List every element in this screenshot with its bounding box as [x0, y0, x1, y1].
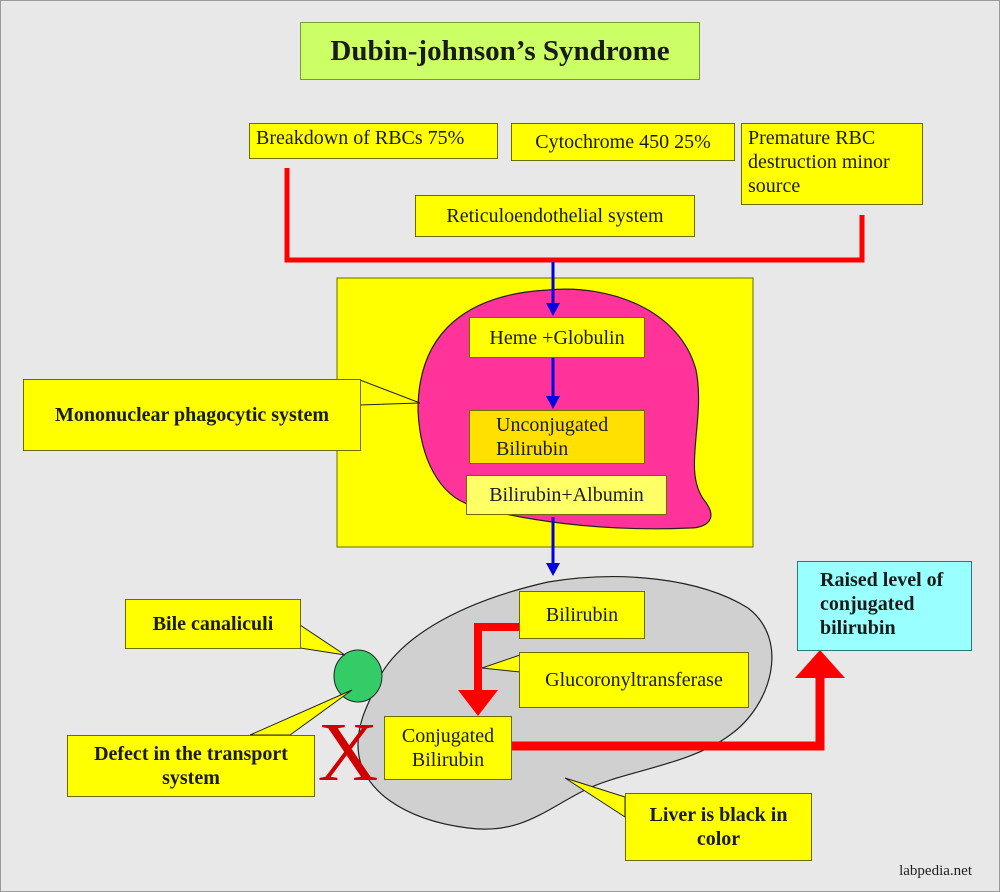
reticuloendothelial-label: Reticuloendothelial system — [415, 195, 695, 237]
heme-globulin-box: Heme +Globulin — [469, 317, 645, 358]
liver-color-callout: Liver is black in color — [625, 793, 812, 861]
blue-arrowhead-2 — [546, 396, 560, 409]
blue-arrowhead-3 — [546, 563, 560, 576]
unconjugated-bilirubin-box: Unconjugated Bilirubin — [469, 410, 645, 464]
source-rbc-breakdown: Breakdown of RBCs 75% — [249, 123, 498, 159]
transport-defect-callout: Defect in the transport system — [67, 735, 315, 797]
source-collector-line — [284, 168, 865, 263]
outcome-arrowhead — [795, 650, 845, 678]
glucoronyltransferase-box: Glucoronyltransferase — [519, 652, 749, 708]
defect-x-mark: X — [318, 706, 379, 799]
bile-canaliculi-callout: Bile canaliculi — [125, 599, 301, 649]
outcome-arrow — [512, 676, 825, 751]
bile-canaliculi-callout-tail — [299, 624, 346, 656]
liver-bilirubin-box: Bilirubin — [519, 591, 645, 639]
source-premature-destruction: Premature RBC destruction minor source — [741, 123, 923, 205]
conjugation-arrow — [474, 623, 525, 692]
outcome-box: Raised level of conjugated bilirubin — [797, 561, 972, 651]
conjugated-bilirubin-box: Conjugated Bilirubin — [384, 716, 512, 780]
bile-canaliculus — [333, 649, 383, 703]
conjugation-arrowhead — [458, 690, 498, 716]
bilirubin-albumin-box: Bilirubin+Albumin — [466, 475, 667, 515]
page-title: Dubin-johnson’s Syndrome — [300, 22, 700, 80]
mononuclear-callout: Mononuclear phagocytic system — [23, 379, 361, 451]
source-cytochrome: Cytochrome 450 25% — [511, 123, 735, 161]
watermark: labpedia.net — [899, 863, 972, 879]
blue-arrowhead-1 — [546, 303, 560, 316]
